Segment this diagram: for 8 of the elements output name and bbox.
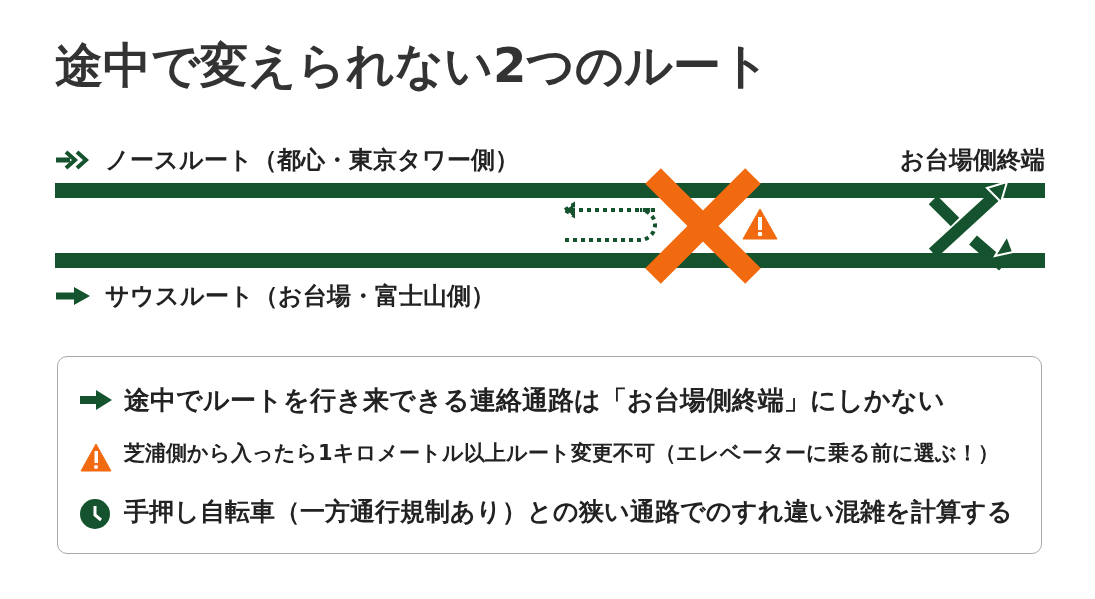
route-label: サウスルート（お台場・富士山側） bbox=[105, 281, 495, 312]
route-label: お台場側終端 bbox=[900, 145, 1045, 176]
route-label: ノースルート（都心・東京タワー側） bbox=[105, 145, 519, 176]
bullet-text: 芝浦側から入ったら1キロメートル以上ルート変更不可（エレベーターに乗る前に選ぶ！） bbox=[124, 440, 999, 467]
bullet-text: 手押し自転車（一方通行規制あり）との狭い通路でのすれ違い混雑を計算する bbox=[124, 496, 1013, 528]
bullet-text: 途中でルートを行き来できる連絡通路は「お台場側終端」にしかない bbox=[124, 384, 945, 417]
title: 途中で変えられない2つのルート bbox=[55, 36, 771, 95]
info-card bbox=[57, 356, 1042, 554]
